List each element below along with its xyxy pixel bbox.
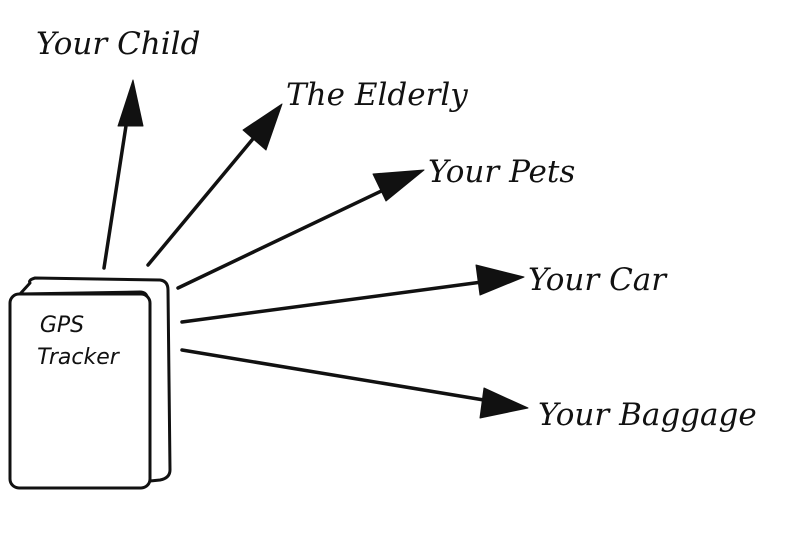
label-the-elderly: The Elderly	[286, 77, 468, 113]
device-label-line1: GPS	[40, 313, 84, 338]
arrow-head-your-baggage	[479, 387, 529, 419]
label-your-child: Your Child	[36, 26, 200, 62]
arrows	[102, 79, 529, 419]
arrow-head-the-elderly	[242, 103, 283, 151]
arrow-to-your-pets	[176, 181, 400, 290]
label-your-baggage: Your Baggage	[538, 397, 757, 433]
device-front-face	[8, 292, 152, 490]
arrow-to-your-child	[102, 98, 132, 270]
device-label-line2: Tracker	[37, 345, 121, 370]
label-your-car: Your Car	[528, 262, 668, 298]
arrow-to-the-elderly	[146, 126, 264, 267]
arrow-head-your-pets	[372, 169, 425, 202]
target-labels: Your Child The Elderly Your Pets Your Ca…	[36, 26, 757, 433]
gps-tracker-device: GPS Tracker	[8, 276, 172, 490]
arrow-head-your-car	[475, 264, 525, 296]
arrow-to-your-baggage	[180, 348, 504, 405]
arrow-head-your-child	[117, 79, 144, 127]
arrow-to-your-car	[180, 278, 499, 324]
label-your-pets: Your Pets	[428, 154, 575, 190]
